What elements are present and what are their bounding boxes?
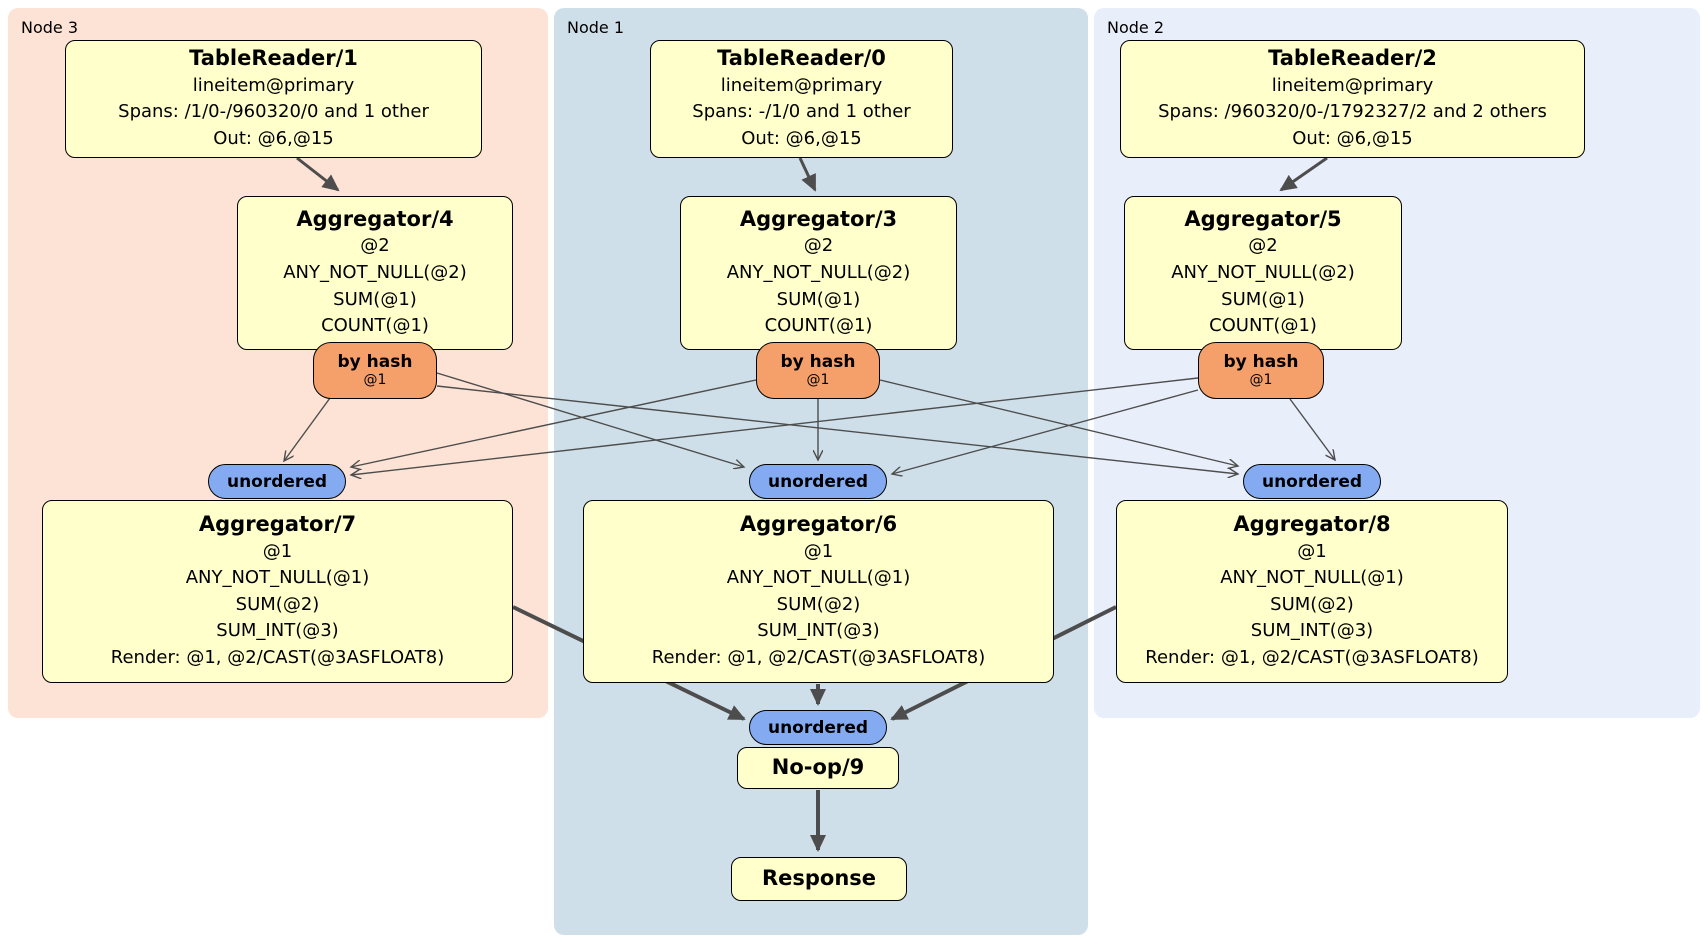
node-detail-line: @2 (1248, 235, 1278, 257)
node-detail-line: ANY_NOT_NULL(@1) (185, 567, 370, 589)
node-detail-line: lineitem@primary (720, 74, 883, 96)
aggregator-6-node: Aggregator/6 @1 ANY_NOT_NULL(@1) SUM(@2)… (583, 500, 1054, 683)
aggregator-8-title: Aggregator/8 (1233, 512, 1391, 537)
node-detail-line: SUM_INT(@3) (216, 620, 339, 642)
tablereader-1-node: TableReader/1 lineitem@primary Spans: /1… (65, 40, 482, 158)
unordered-sync-label: unordered (226, 471, 328, 492)
hash-router-detail: @1 (363, 372, 387, 389)
aggregator-7-title: Aggregator/7 (198, 512, 357, 537)
noop-9-node: No-op/9 (737, 747, 899, 789)
tablereader-2-title: TableReader/2 (1268, 46, 1437, 71)
node-detail-line: Render: @1, @2/CAST(@3ASFLOAT8) (1145, 647, 1479, 669)
node-detail-line: Render: @1, @2/CAST(@3ASFLOAT8) (110, 647, 445, 669)
node-detail-line: Out: @6,@15 (1292, 127, 1413, 149)
region-node-1-label: Node 1 (567, 18, 625, 37)
node-detail-line: Spans: /1/0-/960320/0 and 1 other (118, 101, 429, 123)
node-detail-line: SUM(@2) (776, 593, 861, 615)
hash-router-label: by hash (780, 352, 856, 373)
tablereader-2-node: TableReader/2 lineitem@primary Spans: /9… (1120, 40, 1585, 158)
node-detail-line: @1 (803, 540, 834, 562)
region-node-3-label: Node 3 (21, 18, 79, 37)
node-detail-line: @1 (1297, 540, 1327, 562)
node-detail-line: SUM(@1) (1221, 288, 1305, 310)
hash-router-node3: by hash @1 (313, 342, 437, 399)
node-detail-line: lineitem@primary (192, 74, 355, 96)
hash-router-label: by hash (337, 352, 413, 373)
aggregator-7-node: Aggregator/7 @1 ANY_NOT_NULL(@1) SUM(@2)… (42, 500, 513, 683)
node-detail-line: SUM(@2) (1270, 593, 1354, 615)
aggregator-4-node: Aggregator/4 @2 ANY_NOT_NULL(@2) SUM(@1)… (237, 196, 513, 350)
node-detail-line: SUM_INT(@3) (757, 620, 880, 642)
hash-router-detail: @1 (1249, 372, 1273, 389)
node-detail-line: ANY_NOT_NULL(@1) (726, 567, 911, 589)
node-detail-line: COUNT(@1) (1209, 315, 1317, 337)
tablereader-0-node: TableReader/0 lineitem@primary Spans: -/… (650, 40, 953, 158)
aggregator-3-title: Aggregator/3 (739, 207, 898, 232)
node-detail-line: SUM(@1) (333, 288, 417, 310)
hash-router-node1: by hash @1 (756, 342, 880, 399)
hash-router-label: by hash (1223, 352, 1299, 373)
node-detail-line: ANY_NOT_NULL(@2) (726, 262, 911, 284)
hash-router-detail: @1 (806, 372, 830, 389)
tablereader-1-title: TableReader/1 (189, 46, 358, 71)
node-detail-line: COUNT(@1) (321, 315, 429, 337)
response-title: Response (761, 866, 877, 891)
region-node-2-label: Node 2 (1107, 18, 1165, 37)
unordered-sync-final: unordered (749, 710, 887, 745)
aggregator-4-title: Aggregator/4 (296, 207, 454, 232)
node-detail-line: Render: @1, @2/CAST(@3ASFLOAT8) (651, 647, 986, 669)
unordered-sync-node3: unordered (208, 464, 346, 499)
hash-router-node2: by hash @1 (1198, 342, 1324, 399)
aggregator-5-title: Aggregator/5 (1184, 207, 1342, 232)
response-node: Response (731, 857, 907, 901)
unordered-sync-label: unordered (1261, 471, 1363, 492)
node-detail-line: SUM(@2) (235, 593, 320, 615)
noop-9-title: No-op/9 (771, 755, 865, 780)
node-detail-line: @1 (262, 540, 293, 562)
unordered-sync-node2: unordered (1243, 464, 1381, 499)
node-detail-line: SUM_INT(@3) (1250, 620, 1374, 642)
aggregator-5-node: Aggregator/5 @2 ANY_NOT_NULL(@2) SUM(@1)… (1124, 196, 1402, 350)
node-detail-line: Spans: -/1/0 and 1 other (692, 101, 911, 123)
aggregator-6-title: Aggregator/6 (739, 512, 898, 537)
unordered-sync-label: unordered (767, 471, 869, 492)
node-detail-line: SUM(@1) (776, 288, 861, 310)
node-detail-line: ANY_NOT_NULL(@1) (1220, 567, 1404, 589)
node-detail-line: Out: @6,@15 (741, 127, 862, 149)
node-detail-line: Spans: /960320/0-/1792327/2 and 2 others (1158, 101, 1547, 123)
aggregator-3-node: Aggregator/3 @2 ANY_NOT_NULL(@2) SUM(@1)… (680, 196, 957, 350)
node-detail-line: COUNT(@1) (764, 315, 873, 337)
node-detail-line: Out: @6,@15 (213, 127, 334, 149)
node-detail-line: ANY_NOT_NULL(@2) (283, 262, 467, 284)
node-detail-line: @2 (803, 235, 834, 257)
node-detail-line: lineitem@primary (1271, 74, 1434, 96)
aggregator-8-node: Aggregator/8 @1 ANY_NOT_NULL(@1) SUM(@2)… (1116, 500, 1508, 683)
tablereader-0-title: TableReader/0 (717, 46, 886, 71)
unordered-sync-node1: unordered (749, 464, 887, 499)
node-detail-line: ANY_NOT_NULL(@2) (1171, 262, 1355, 284)
unordered-sync-label: unordered (767, 717, 869, 738)
node-detail-line: @2 (360, 235, 390, 257)
